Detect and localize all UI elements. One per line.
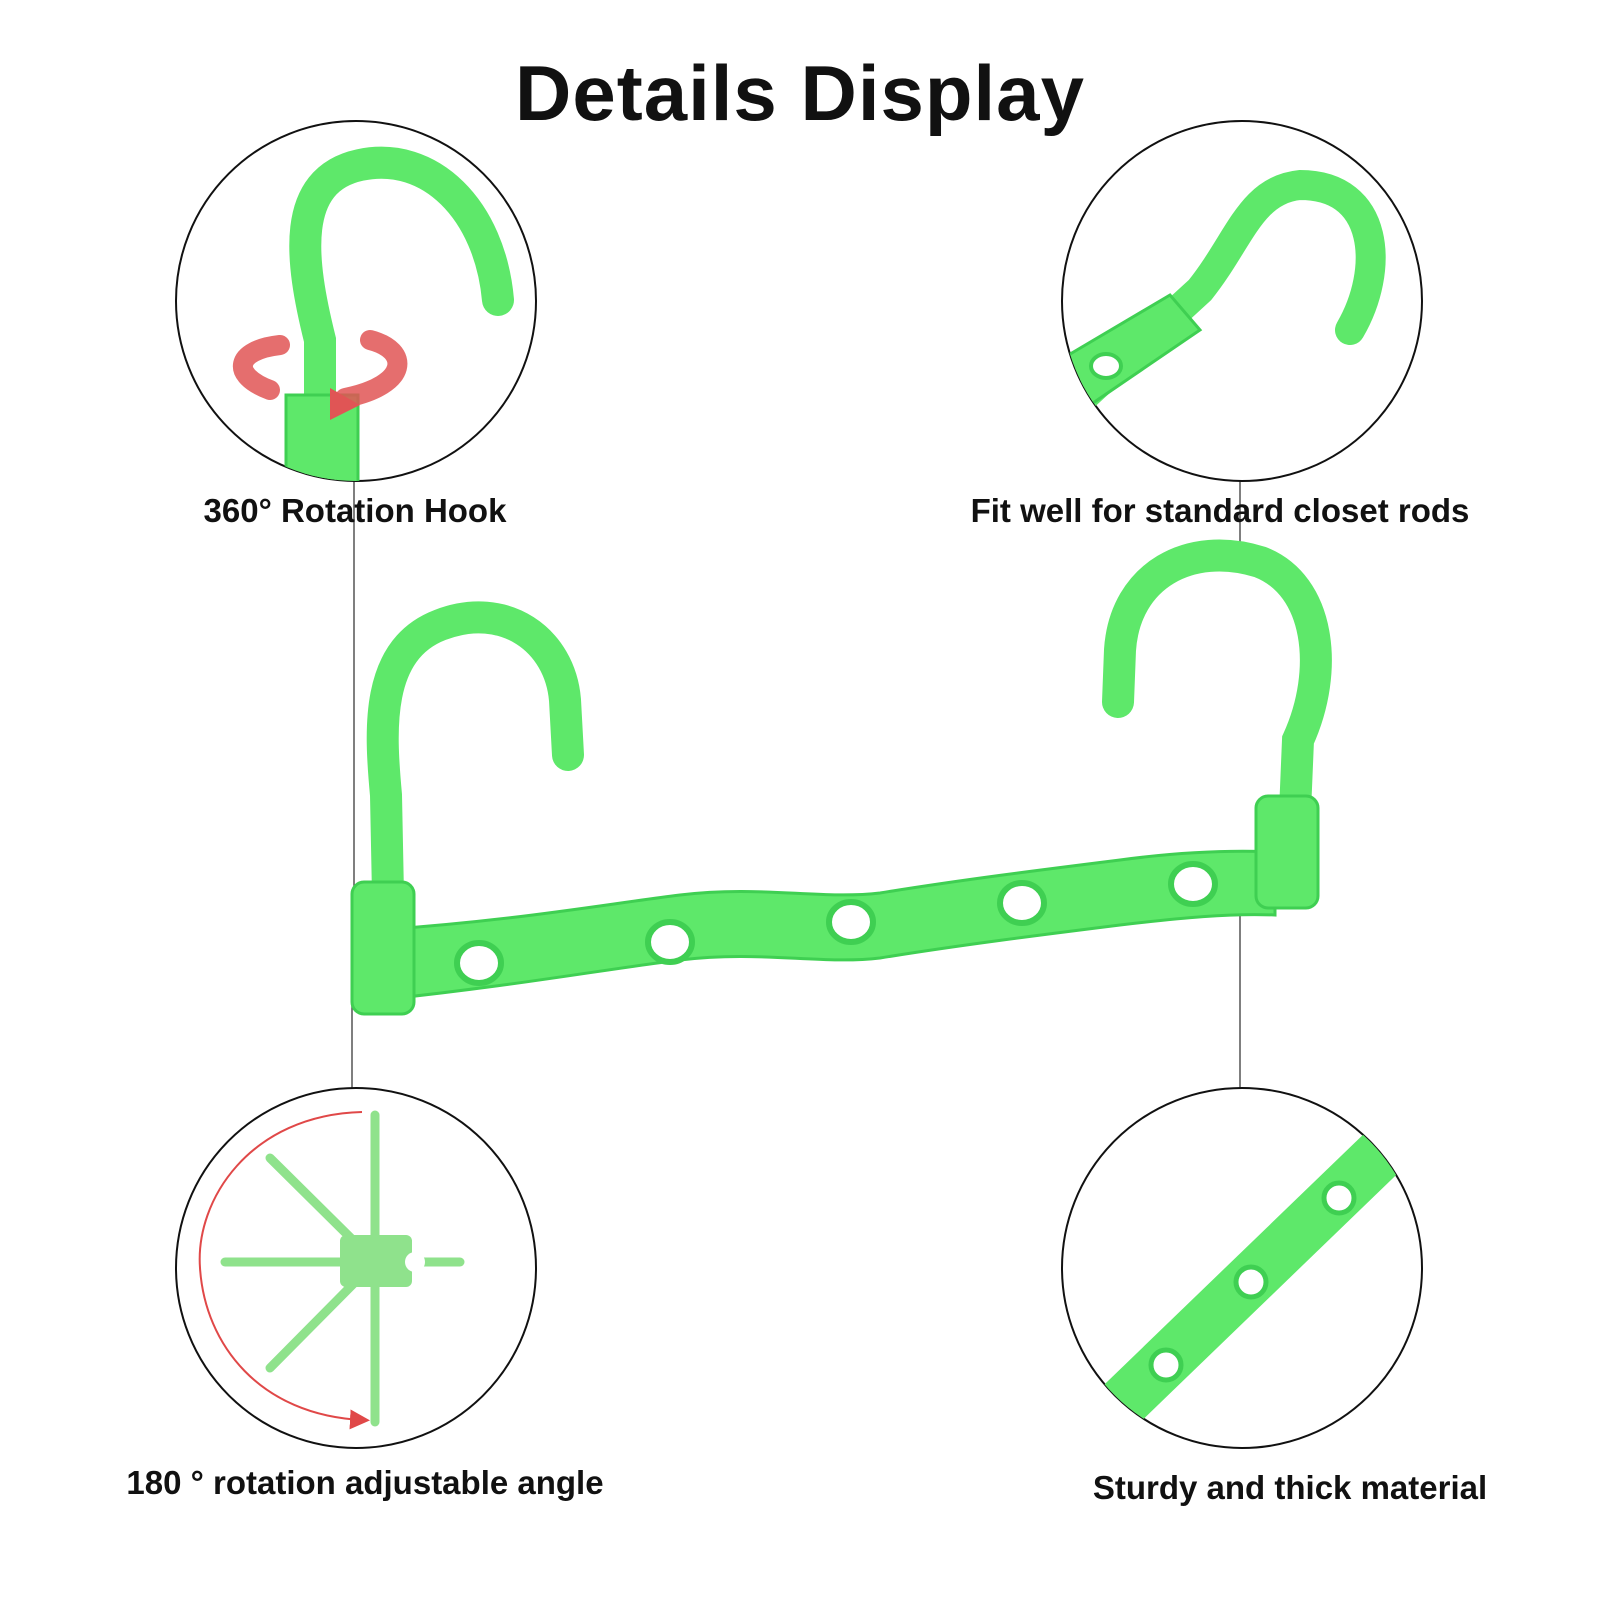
feature-label-closet-rods: Fit well for standard closet rods xyxy=(970,492,1470,529)
detail-circle-closet-rod xyxy=(1061,120,1423,482)
rotation-arrow-icon xyxy=(233,330,408,420)
page-title: Details Display xyxy=(515,49,1085,137)
detail-circle-rotation-hook xyxy=(175,120,537,482)
feature-label-sturdy-material: Sturdy and thick material xyxy=(1092,1469,1488,1506)
feature-label-adjustable-angle: 180 ° rotation adjustable angle xyxy=(126,1464,604,1501)
connector-lines xyxy=(351,480,1241,1090)
angle-arc-arrow-icon xyxy=(198,1111,370,1430)
detail-circle-angle xyxy=(175,1087,537,1449)
feature-label-rotation-hook: 360° Rotation Hook xyxy=(203,492,507,529)
detail-circle-material xyxy=(1061,1087,1423,1449)
hanger-main xyxy=(350,539,1332,1016)
